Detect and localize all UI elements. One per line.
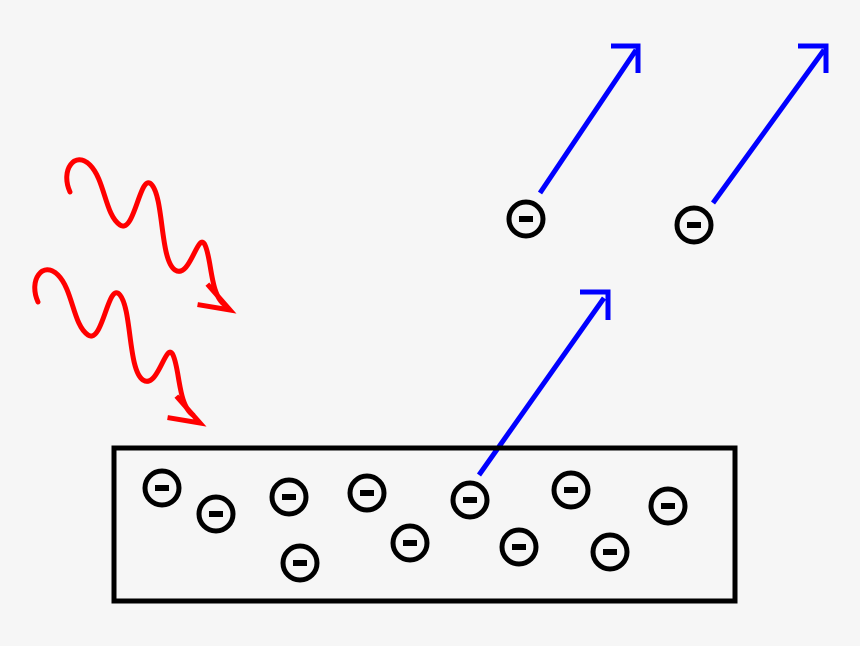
emitted-electron <box>506 199 546 239</box>
electron-minus-icon <box>403 540 417 546</box>
electron-minus-icon <box>360 490 374 496</box>
electron-minus-icon <box>661 503 675 509</box>
plate-electron <box>450 480 490 520</box>
light-wave-2 <box>32 267 207 427</box>
emitted-electron <box>674 205 714 245</box>
light-waves-group <box>32 157 237 427</box>
trajectory-arrowhead-icon <box>798 43 829 73</box>
electron-minus-icon <box>155 485 169 491</box>
electron-trajectories-group <box>476 43 829 477</box>
plate-electron <box>390 523 430 563</box>
wave-arrowhead-icon <box>167 394 207 427</box>
trajectory-arrowhead-icon <box>611 43 641 73</box>
electron-circle <box>269 477 309 517</box>
metal-plate <box>111 445 738 604</box>
electron-circle <box>506 199 546 239</box>
electrons-group <box>142 199 714 583</box>
electron-minus-icon <box>687 222 701 228</box>
electron-circle <box>499 527 539 567</box>
electron-circle <box>390 523 430 563</box>
plate-electron <box>280 543 320 583</box>
light-wave-1 <box>64 157 237 314</box>
electron-circle <box>280 543 320 583</box>
wavy-arrow-icon <box>32 267 196 418</box>
electron-minus-icon <box>512 544 526 550</box>
electron-minus-icon <box>519 216 533 222</box>
plate-electron <box>196 494 236 534</box>
straight-arrow-icon <box>537 48 639 195</box>
plate-electron <box>551 470 591 510</box>
electron-minus-icon <box>209 511 223 517</box>
plate-electron <box>142 468 182 508</box>
electron-circle <box>142 468 182 508</box>
straight-arrow-icon <box>710 48 827 205</box>
electron-circle <box>648 486 688 526</box>
electron-minus-icon <box>293 560 307 566</box>
trajectory-arrow-1 <box>537 43 641 195</box>
electron-circle <box>590 532 630 572</box>
electron-circle <box>347 473 387 513</box>
electron-circle <box>551 470 591 510</box>
electron-minus-icon <box>463 497 477 503</box>
wave-arrowhead-icon <box>197 282 237 314</box>
plate-electron <box>648 486 688 526</box>
trajectory-arrowhead-icon <box>580 289 611 320</box>
electron-minus-icon <box>282 494 296 500</box>
electron-circle <box>450 480 490 520</box>
electron-circle <box>674 205 714 245</box>
electron-minus-icon <box>564 487 578 493</box>
plate-electron <box>269 477 309 517</box>
trajectory-arrow-2 <box>710 43 829 205</box>
electron-minus-icon <box>603 549 617 555</box>
plate-electron <box>499 527 539 567</box>
plate-electron <box>590 532 630 572</box>
electron-circle <box>196 494 236 534</box>
wavy-arrow-icon <box>64 157 228 308</box>
plate-electron <box>347 473 387 513</box>
